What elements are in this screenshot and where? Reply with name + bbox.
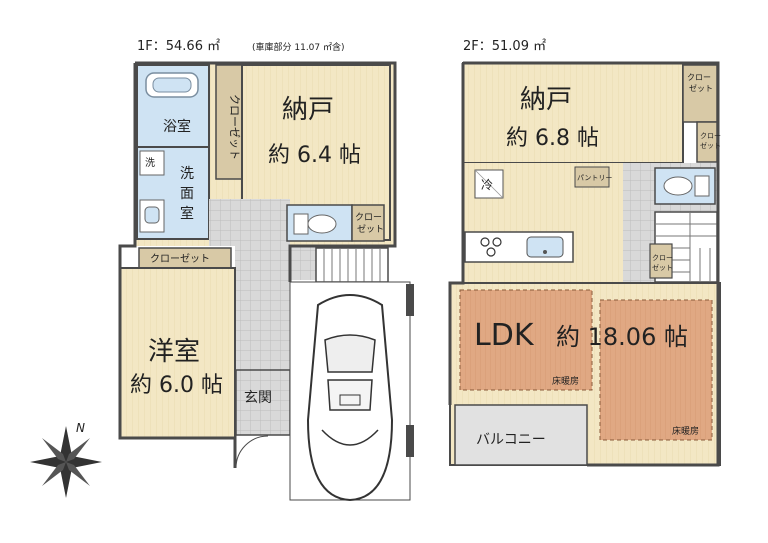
closet-2f-a-label-2: ゼット <box>689 83 713 93</box>
closet-vertical <box>215 64 243 180</box>
fridge-label: 冷 <box>481 178 493 192</box>
entrance-label: 玄関 <box>244 389 272 406</box>
floor2-walls <box>448 61 720 467</box>
hallway-lower <box>235 240 290 385</box>
floor1-plan <box>118 61 414 502</box>
bath-label: 浴室 <box>163 118 191 135</box>
closet-2f-c <box>649 243 673 279</box>
storage-2f-size: 約 6.8 帖 <box>506 126 599 151</box>
toilet-bowl-icon <box>307 214 337 234</box>
floor-heating-1-label: 床暖房 <box>552 375 579 387</box>
floor1-heading: 1F：54.66 ㎡ <box>137 39 220 54</box>
closet-small-1f <box>351 204 385 242</box>
floor1-garage-note: (車庫部分 11.07 ㎡含) <box>252 41 345 53</box>
bathtub-inner-icon <box>152 77 192 93</box>
closet-2f-b-label-2: ゼット <box>700 141 721 150</box>
western-room-size: 約 6.0 帖 <box>130 373 223 398</box>
closet-2f-a-label: クロー <box>687 73 711 82</box>
closet-vertical-label: クローゼット <box>228 94 241 160</box>
ldk-name: LDK <box>474 318 535 353</box>
closet-2f-b-label: クロー <box>700 132 721 140</box>
washroom-char-2: 面 <box>180 186 194 202</box>
entrance-door-swing <box>235 435 269 469</box>
western-room <box>119 267 236 439</box>
closet-small-1f-label: クロー <box>355 212 382 223</box>
car-icon <box>306 294 394 502</box>
laundry-label: 洗 <box>145 157 155 169</box>
floor2-heading: 2F：51.09 ㎡ <box>463 39 546 54</box>
compass-north-label: N <box>76 421 85 435</box>
kitchen-sink-icon <box>526 236 564 258</box>
balcony <box>454 404 588 466</box>
ldk-size: 約 18.06 帖 <box>556 323 688 351</box>
closet-small-1f-label-2: ゼット <box>357 223 384 235</box>
sink-basin-icon <box>144 206 160 224</box>
storage-1f-size: 約 6.4 帖 <box>268 143 361 168</box>
floor1-walls <box>118 61 397 468</box>
washroom-label: 洗 面 室 <box>180 166 194 222</box>
garage-post-bottom <box>406 425 414 457</box>
entrance <box>235 369 291 436</box>
compass-icon <box>30 426 102 498</box>
closet-2f-c-label: クロー <box>652 254 673 262</box>
floor-heating-area-2 <box>599 299 713 441</box>
pantry-label: パントリー <box>577 174 612 182</box>
storage-2f-name: 納戸 <box>520 85 572 115</box>
floor2-plan <box>448 61 721 467</box>
floor-heating-2-label: 床暖房 <box>672 425 699 437</box>
closet-2f-a <box>682 64 718 123</box>
closet-2f-c-label-2: ゼット <box>652 263 673 272</box>
stove-icon <box>480 237 502 257</box>
garage-post-top <box>406 284 414 316</box>
balcony-label: バルコニー <box>476 432 546 448</box>
storage-room-2f <box>462 62 684 164</box>
washroom-char-3: 室 <box>180 205 194 222</box>
washroom-char-1: 洗 <box>180 166 194 182</box>
toilet-tank-2f-icon <box>694 175 710 197</box>
storage-1f-name: 納戸 <box>282 95 334 125</box>
washing-machine-icon <box>139 150 165 176</box>
floor-heating-area-1 <box>459 289 593 391</box>
closet-horizontal-label: クローゼット <box>150 253 210 265</box>
pantry <box>574 166 610 188</box>
stairs-1f <box>315 247 389 283</box>
toilet-tank-icon <box>293 213 309 235</box>
toilet-bowl-2f-icon <box>663 176 693 196</box>
western-room-name: 洋室 <box>148 337 200 367</box>
